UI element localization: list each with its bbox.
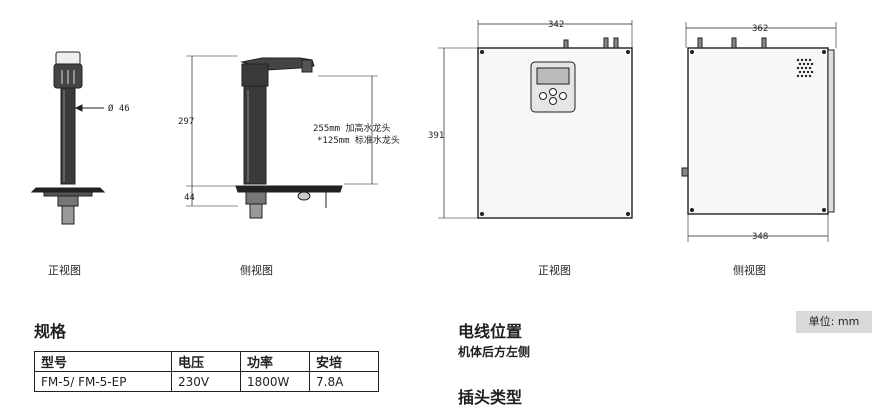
unit-badge: 单位: mm xyxy=(796,311,872,333)
tank-side-caption: 侧视图 xyxy=(733,264,766,277)
dim-base: 44 xyxy=(184,193,195,203)
spec-header-row: 型号 电压 功率 安培 xyxy=(34,351,379,372)
cell-ampere: 7.8A xyxy=(309,371,379,392)
spec-heading: 规格 xyxy=(34,322,67,341)
dim-side-width-top: 362 xyxy=(752,24,768,34)
tank-side-view xyxy=(681,22,837,242)
wiring-value: 机体后方左侧 xyxy=(458,345,531,359)
cell-model: FM-5/ FM-5-EP xyxy=(34,371,172,392)
faucet-front-caption: 正视图 xyxy=(48,264,81,277)
note-125: *125mm 标准水龙头 xyxy=(317,134,400,146)
col-power: 功率 xyxy=(240,351,310,372)
cell-power: 1800W xyxy=(240,371,310,392)
dim-diameter: Ø 46 xyxy=(108,103,130,114)
faucet-side-view xyxy=(186,55,378,219)
wiring-heading: 电线位置 xyxy=(458,322,523,341)
dim-height: 297 xyxy=(178,117,194,127)
dim-tank-width: 342 xyxy=(548,20,564,30)
plug-heading: 插头类型 xyxy=(458,388,523,407)
dim-side-width-bottom: 348 xyxy=(752,232,768,242)
col-model: 型号 xyxy=(34,351,172,372)
tank-front-view xyxy=(438,20,633,219)
note-255: 255mm 加高水龙头 xyxy=(313,122,391,134)
technical-drawings: Ø 46 297 44 255mm 加高水龙头 *125mm 标准水龙头 342… xyxy=(30,20,837,242)
faucet-side-caption: 侧视图 xyxy=(240,264,273,277)
faucet-front-view xyxy=(30,51,106,225)
dim-tank-height: 391 xyxy=(428,131,444,141)
col-ampere: 安培 xyxy=(309,351,379,372)
col-voltage: 电压 xyxy=(171,351,241,372)
tank-front-caption: 正视图 xyxy=(538,264,571,277)
spec-table: 型号 电压 功率 安培 FM-5/ FM-5-EP 230V 1800W 7.8… xyxy=(34,351,379,392)
table-row: FM-5/ FM-5-EP 230V 1800W 7.8A xyxy=(34,371,379,392)
cell-voltage: 230V xyxy=(171,371,241,392)
